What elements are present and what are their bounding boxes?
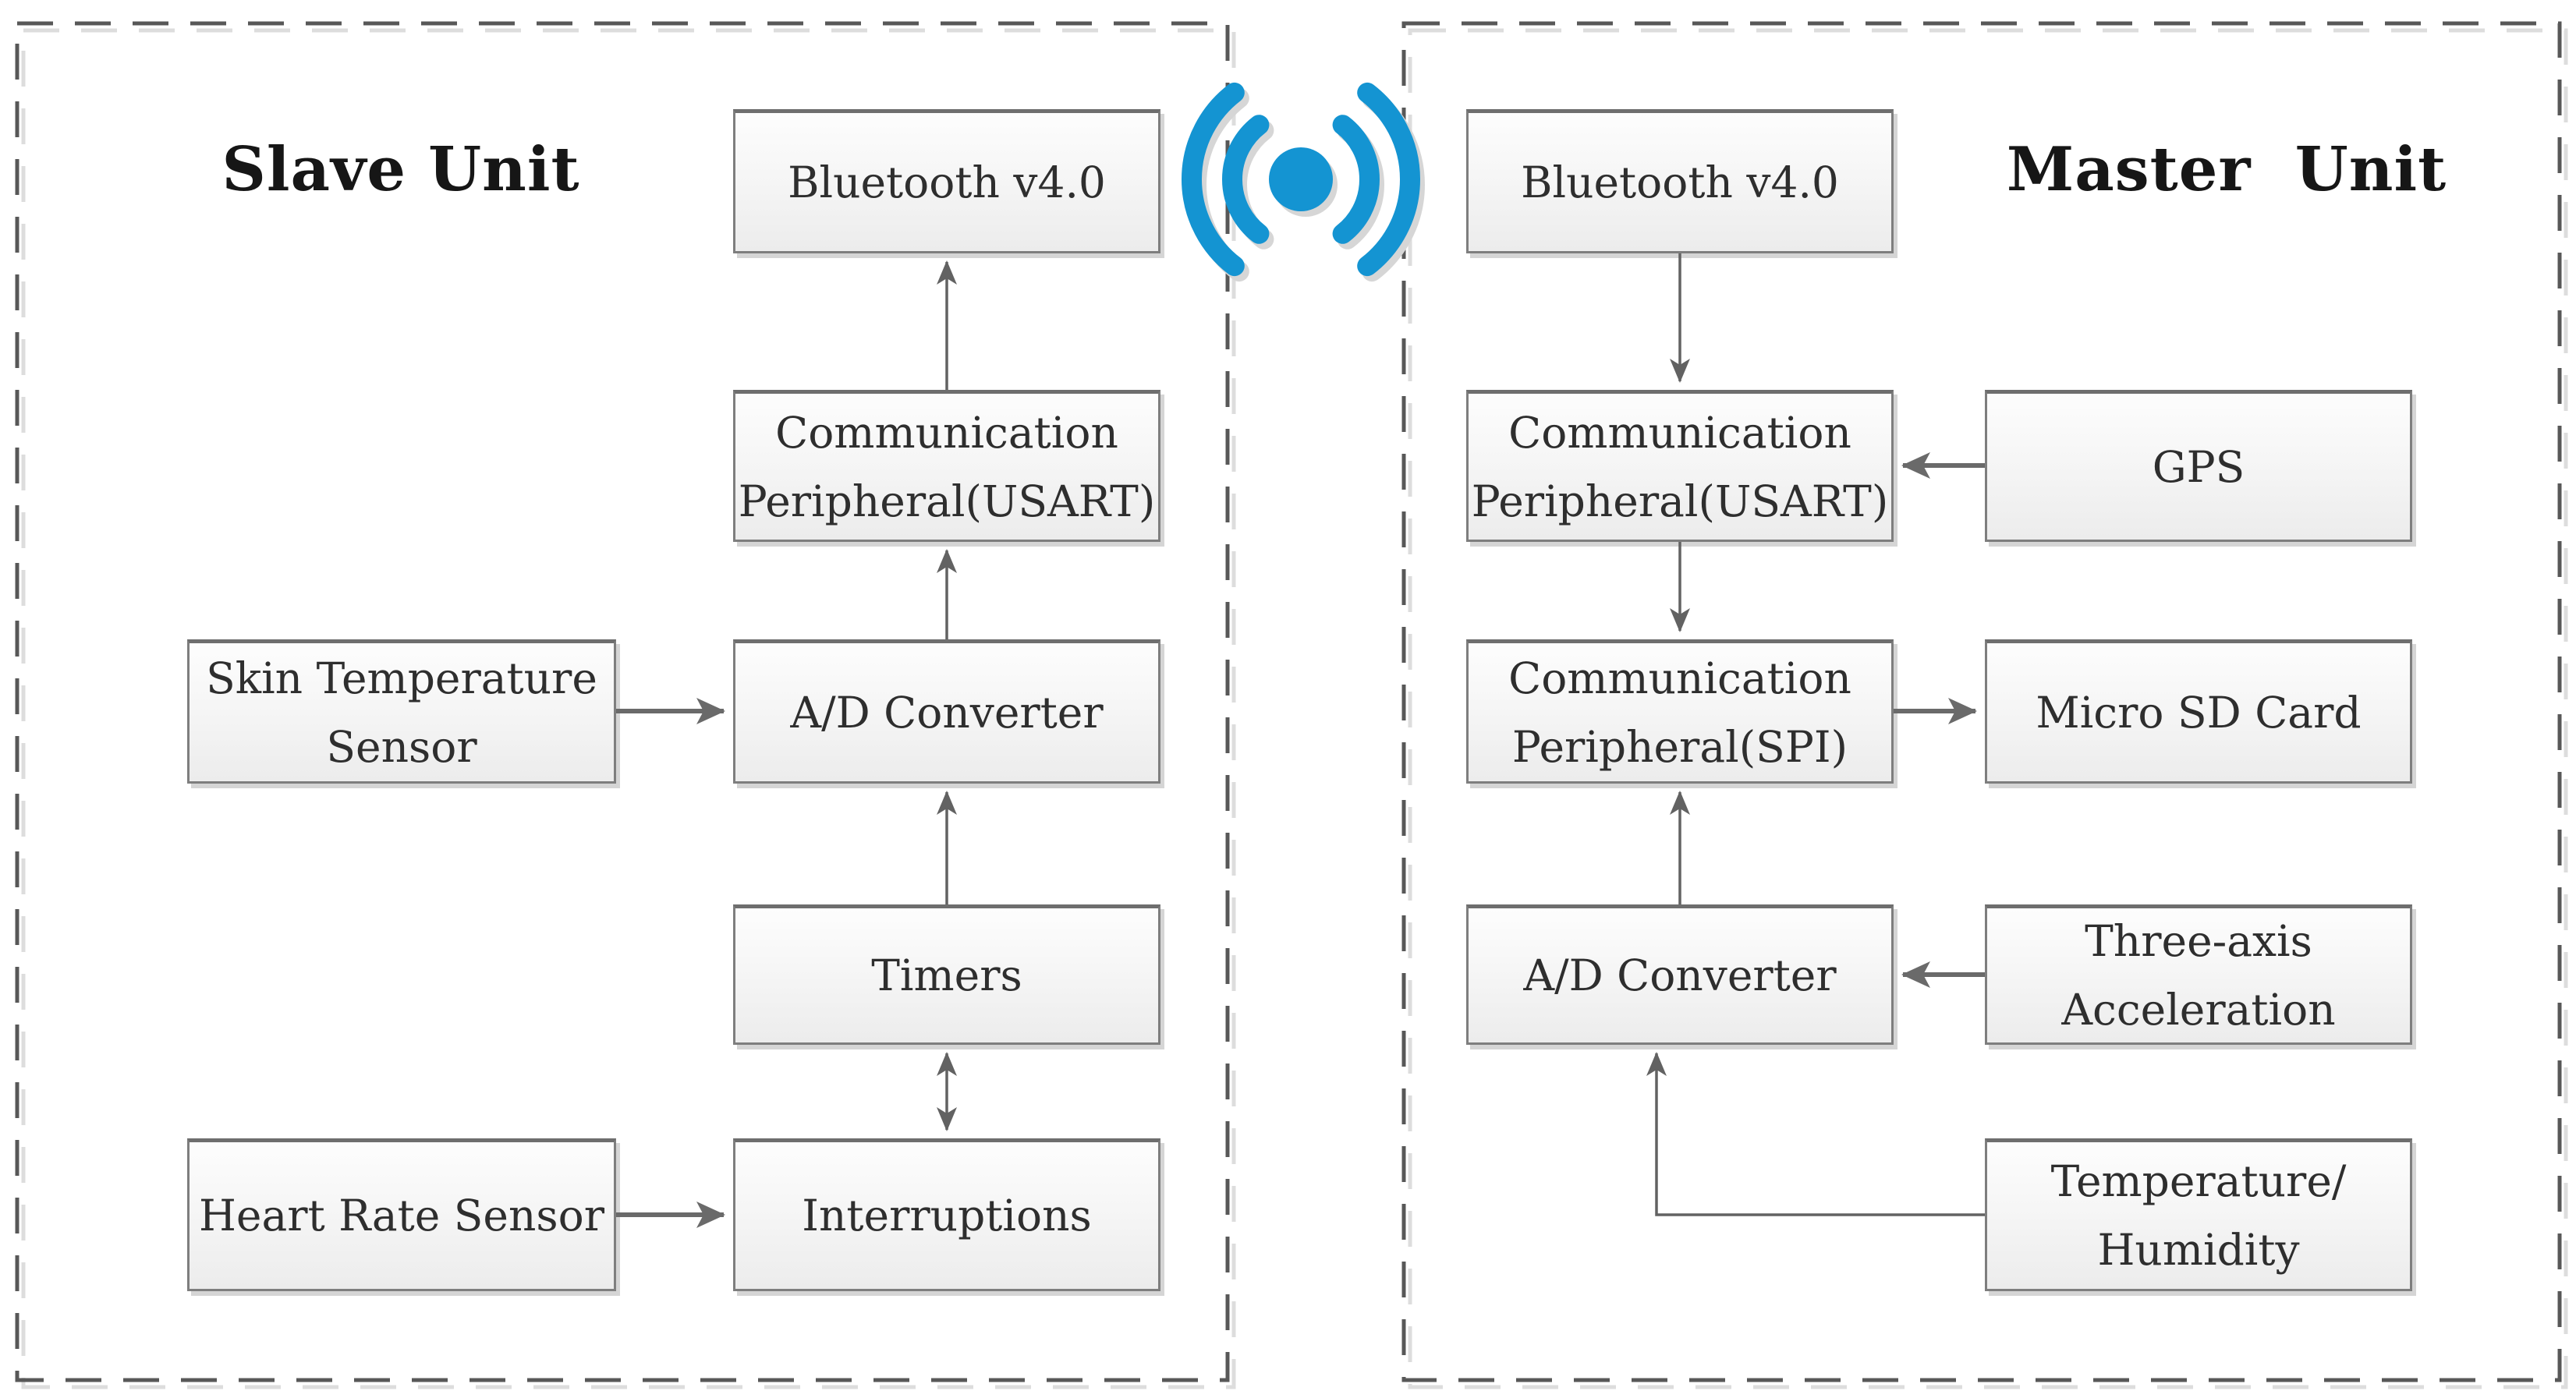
slave-unit-title: Slave Unit [221, 134, 580, 205]
slave-skin-temp-label: Skin Temperature Sensor [206, 653, 597, 772]
slave-comm-usart-box: Communication Peripheral(USART) [733, 390, 1160, 542]
slave-timers-label: Timers [871, 950, 1022, 1000]
arrow-temp-humidity-to-adc [1646, 1052, 1985, 1216]
slave-comm-usart-label: Communication Peripheral(USART) [738, 407, 1156, 526]
master-unit-title: Master Unit [2006, 134, 2447, 205]
slave-heart-rate-label: Heart Rate Sensor [198, 1191, 605, 1241]
slave-timers-box: Timers [733, 904, 1160, 1045]
slave-bluetooth-box: Bluetooth v4.0 [733, 109, 1160, 253]
slave-adc-box: A/D Converter [733, 639, 1160, 784]
master-three-axis-label: Three-axis Acceleration [2061, 916, 2336, 1035]
master-adc-label: A/D Converter [1523, 950, 1837, 1000]
master-comm-usart-box: Communication Peripheral(USART) [1466, 390, 1894, 542]
master-bluetooth-box: Bluetooth v4.0 [1466, 109, 1894, 253]
master-adc-box: A/D Converter [1466, 904, 1894, 1045]
slave-bluetooth-label: Bluetooth v4.0 [788, 157, 1106, 207]
slave-interruptions-label: Interruptions [802, 1191, 1092, 1241]
master-bluetooth-label: Bluetooth v4.0 [1521, 157, 1839, 207]
master-comm-spi-label: Communication Peripheral(SPI) [1508, 653, 1851, 772]
master-temp-humidity-label: Temperature/ Humidity [2050, 1156, 2347, 1275]
master-temp-humidity-box: Temperature/ Humidity [1985, 1138, 2412, 1291]
wireless-signal-icon [1182, 82, 1420, 277]
master-comm-usart-label: Communication Peripheral(USART) [1471, 407, 1889, 526]
master-gps-box: GPS [1985, 390, 2412, 542]
slave-heart-rate-box: Heart Rate Sensor [187, 1138, 616, 1291]
slave-adc-label: A/D Converter [790, 687, 1104, 738]
slave-interruptions-box: Interruptions [733, 1138, 1160, 1291]
master-three-axis-box: Three-axis Acceleration [1985, 904, 2412, 1045]
slave-skin-temp-box: Skin Temperature Sensor [187, 639, 616, 784]
master-gps-label: GPS [2152, 441, 2245, 492]
master-micro-sd-label: Micro SD Card [2036, 687, 2362, 738]
master-comm-spi-box: Communication Peripheral(SPI) [1466, 639, 1894, 784]
master-micro-sd-box: Micro SD Card [1985, 639, 2412, 784]
